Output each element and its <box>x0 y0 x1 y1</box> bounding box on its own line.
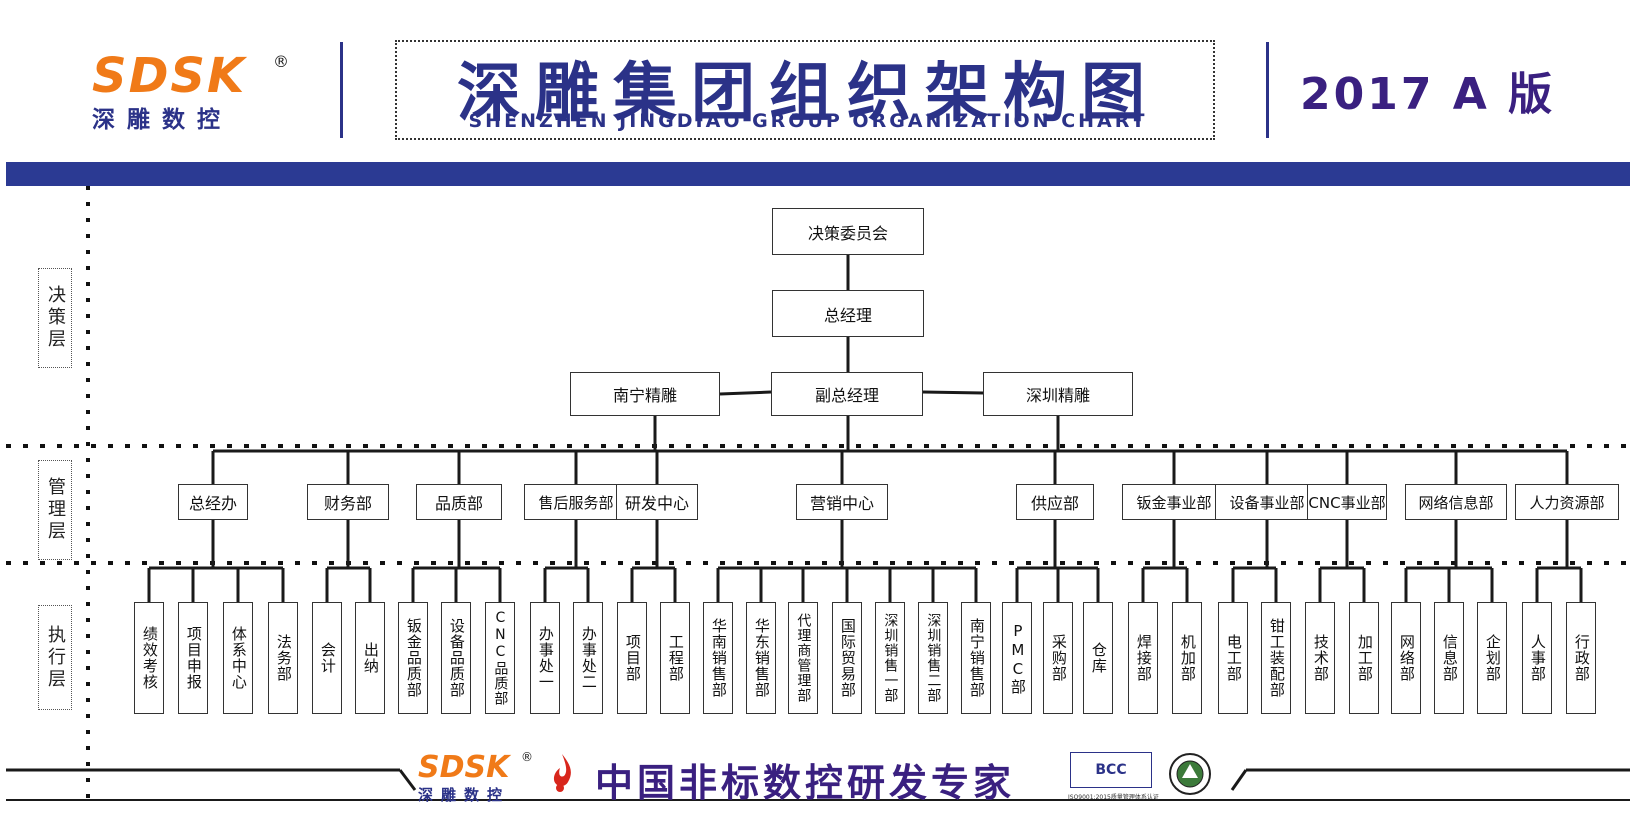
org-node-general-manager: 总经理 <box>772 290 924 337</box>
org-node-unit: 钳工装配部 <box>1261 602 1291 714</box>
org-node-unit: 焊接部 <box>1128 602 1158 714</box>
header-divider-left <box>340 42 343 138</box>
org-node-department: 财务部 <box>307 484 389 520</box>
org-node-unit: 华南销售部 <box>703 602 733 714</box>
org-node-unit: 采购部 <box>1043 602 1073 714</box>
org-node-unit: 企划部 <box>1477 602 1507 714</box>
org-node-unit: 体系中心 <box>223 602 253 714</box>
footer-line-left-tail <box>398 769 417 791</box>
org-node-unit: 国际贸易部 <box>832 602 862 714</box>
org-node-decision-committee: 决策委员会 <box>772 208 924 255</box>
org-node-unit: 技术部 <box>1305 602 1335 714</box>
flame-emblem-icon <box>553 754 571 792</box>
org-node-department: 品质部 <box>416 484 502 520</box>
org-node-department: 网络信息部 <box>1405 484 1507 520</box>
footer-line-right-tail <box>1230 769 1248 791</box>
org-node-unit: CNC品质部 <box>485 602 515 714</box>
footer-logo-registered: ® <box>521 750 533 764</box>
org-node-unit: 深圳销售一部 <box>875 602 905 714</box>
org-node-unit: 机加部 <box>1172 602 1202 714</box>
org-node-unit: 会计 <box>312 602 342 714</box>
org-node-unit: 绩效考核 <box>134 602 164 714</box>
org-node-unit: 办事处二 <box>573 602 603 714</box>
connector-deputy-nanning <box>719 390 772 396</box>
org-node-unit: 仓库 <box>1083 602 1113 714</box>
org-node-department: 营销中心 <box>796 484 888 520</box>
org-node-branch-shenzhen: 深圳精雕 <box>983 372 1133 416</box>
certification-seal-icon <box>1169 753 1211 795</box>
org-node-unit: 出纳 <box>355 602 385 714</box>
layer-label-decision: 决策层 <box>38 268 72 368</box>
org-node-unit: 信息部 <box>1434 602 1464 714</box>
layer-label-management: 管理层 <box>38 460 72 560</box>
org-node-unit: 项目部 <box>617 602 647 714</box>
org-node-department: 总经办 <box>178 484 248 520</box>
connector-deputy-shenzhen <box>922 390 984 395</box>
org-node-unit: 加工部 <box>1349 602 1379 714</box>
org-node-department: CNC事业部 <box>1307 484 1387 520</box>
org-node-unit: 工程部 <box>660 602 690 714</box>
org-node-unit: 代理商管理部 <box>788 602 818 714</box>
org-node-department: 钣金事业部 <box>1122 484 1226 520</box>
footer-logo-cn: 深雕数控 <box>418 786 511 804</box>
org-node-department: 供应部 <box>1016 484 1094 520</box>
header-logo-cn: 深雕数控 <box>92 107 232 133</box>
page-title: 深雕集团组织架构图 <box>457 57 1159 131</box>
title-frame <box>395 40 1215 140</box>
org-node-unit: 华东销售部 <box>746 602 776 714</box>
org-node-department: 研发中心 <box>616 484 698 520</box>
org-node-unit: 电工部 <box>1218 602 1248 714</box>
org-node-deputy-gm: 副总经理 <box>771 372 923 416</box>
org-node-department: 人力资源部 <box>1515 484 1619 520</box>
org-node-unit: 设备品质部 <box>441 602 471 714</box>
org-node-unit: 办事处一 <box>530 602 560 714</box>
org-node-branch-nanning: 南宁精雕 <box>570 372 720 416</box>
header-divider-right <box>1266 42 1269 138</box>
org-node-unit: 钣金品质部 <box>398 602 428 714</box>
org-node-unit: 网络部 <box>1391 602 1421 714</box>
header-band <box>6 162 1630 186</box>
layer-label-execution: 执行层 <box>38 605 72 710</box>
version-label: 2017 A 版 <box>1300 69 1556 120</box>
org-node-department: 售后服务部 <box>524 484 628 520</box>
org-node-unit: 深圳销售二部 <box>918 602 948 714</box>
header-logo-text: SDSK <box>92 48 247 104</box>
certification-caption: ISO9001:2015质量管理体系认证 <box>1068 794 1159 801</box>
org-node-unit: 法务部 <box>268 602 298 714</box>
footer-logo-text: SDSK <box>418 750 510 785</box>
org-node-unit: 南宁销售部 <box>961 602 991 714</box>
org-node-unit: 人事部 <box>1522 602 1552 714</box>
org-node-unit: PMC部 <box>1002 602 1032 714</box>
org-node-unit: 项目申报 <box>178 602 208 714</box>
org-node-department: 设备事业部 <box>1215 484 1319 520</box>
page-subtitle: SHENZHEN JINGDIAO GROUP ORGANIZATION CHA… <box>468 110 1148 132</box>
org-node-unit: 行政部 <box>1566 602 1596 714</box>
certification-badge: BCC <box>1070 752 1152 788</box>
header-logo-registered: ® <box>273 52 289 71</box>
footer-slogan: 中国非标数控研发专家 <box>595 761 1016 805</box>
